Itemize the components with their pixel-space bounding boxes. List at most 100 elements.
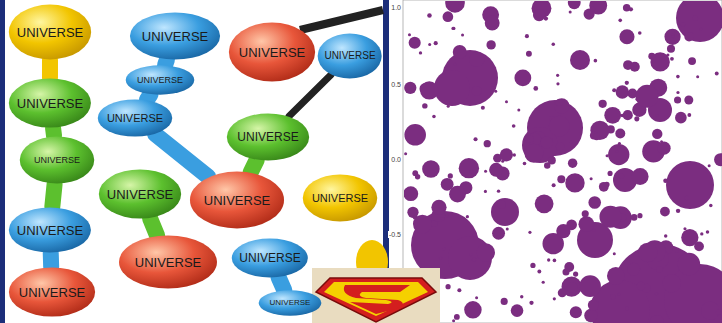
bubble-dot [666, 54, 669, 57]
bubble-dot [470, 170, 474, 174]
bubble-dot [664, 234, 667, 237]
bubble-dot [556, 142, 564, 150]
plot-frame [403, 0, 722, 323]
universe-bubble: UNIVERSE [226, 113, 310, 161]
bubble-dot [638, 243, 657, 262]
bubble-dot [684, 95, 693, 104]
bubble-dot [472, 86, 482, 96]
bubble-dot [590, 121, 609, 140]
bubble-dot [676, 91, 679, 94]
bubble-dot [537, 270, 541, 274]
bubble-dot [655, 292, 659, 296]
bubble-dot [590, 177, 593, 180]
universe-bubble: UNIVERSE [97, 99, 173, 137]
universe-label: UNIVERSE [107, 188, 173, 201]
bubble-dot [427, 13, 432, 18]
bubble-dot [613, 252, 616, 255]
bubble-dot [637, 282, 646, 291]
bubble-dot [428, 43, 431, 46]
bubble-dot [544, 16, 548, 20]
bubble-dot [445, 214, 448, 217]
bubble-dot [491, 84, 494, 87]
bubble-dot [439, 256, 442, 259]
bubble-dot [675, 112, 687, 124]
bubble-neck [165, 60, 167, 66]
bubble-dot [470, 253, 473, 256]
bubble-dot [409, 37, 421, 49]
universe-bubble: UNIVERSE [19, 136, 95, 184]
bubble-dot [584, 309, 597, 322]
bubble-dot [404, 186, 418, 201]
bubble-dot [567, 282, 578, 293]
bubble-dot [570, 50, 590, 70]
bubble-dot [650, 315, 664, 323]
bubble-dot [449, 186, 466, 203]
bubble-dot [452, 319, 455, 322]
bubble-dot [706, 230, 710, 234]
bubble-dot [481, 106, 485, 110]
bubble-dot [453, 45, 467, 59]
universe-label: UNIVERSE [34, 156, 80, 165]
bubble-dot [422, 160, 440, 178]
universe-bubble: UNIVERSE [231, 238, 309, 278]
bubble-dot [656, 266, 663, 273]
bubble-dot [464, 301, 481, 318]
bubble-dot [599, 182, 609, 192]
bubble-dot [568, 1, 581, 9]
bubble-dot [630, 62, 640, 72]
bubble-dot [506, 228, 509, 231]
bubble-dot [448, 173, 453, 178]
bubble-dot [627, 263, 640, 276]
bubble-dot [608, 144, 629, 165]
bubble-dot [469, 52, 484, 67]
universe-label: UNIVERSE [270, 299, 311, 307]
bubble-dot [685, 196, 689, 200]
axis-tick-label: 1.0 [390, 4, 402, 11]
bubble-dot [434, 70, 470, 106]
bubble-dot [529, 301, 533, 305]
bubble-dot [533, 9, 545, 21]
bubble-dot [594, 59, 598, 63]
bubble-dot [453, 63, 456, 66]
bubble-dot [501, 160, 504, 163]
axis-tick-label: 0.0 [390, 156, 402, 163]
bubble-dot [547, 258, 550, 261]
bubble-dot [552, 183, 556, 187]
universe-label: UNIVERSE [19, 286, 85, 299]
bubble-dot [568, 158, 577, 167]
bubble-dot [629, 7, 633, 11]
bubble-dot [708, 164, 711, 167]
bubble-dot [663, 274, 681, 292]
bubble-dot [413, 215, 432, 234]
bubble-dot [491, 198, 519, 226]
bubble-dot [484, 190, 487, 193]
bubble-dot [578, 216, 594, 232]
bubble-dot [655, 114, 658, 117]
bubble-dot [505, 100, 508, 103]
bubble-dot [526, 51, 532, 57]
bubble-dot [632, 168, 649, 185]
bubble-dot [606, 154, 609, 157]
bubble-dot [441, 217, 445, 221]
bubble-neck [251, 160, 257, 172]
bubble-dot [466, 215, 469, 218]
universe-label: UNIVERSE [239, 252, 300, 264]
bubble-dot [412, 170, 418, 176]
bubble-dot [525, 34, 529, 38]
bubble-dot [638, 31, 642, 35]
bubble-dot [681, 23, 685, 27]
universe-label: UNIVERSE [107, 113, 163, 124]
bubble-dot [631, 214, 638, 221]
bubble-dot [443, 72, 446, 75]
bubble-dot [477, 243, 495, 261]
bubble-neck [147, 94, 151, 100]
bubble-dot [530, 263, 535, 268]
bubble-dot [420, 81, 438, 99]
bubble-dot [528, 231, 531, 234]
bubble-dot [652, 129, 662, 139]
bubble-dot [582, 210, 589, 217]
bubble-neck [43, 253, 59, 267]
bubble-dot [604, 107, 621, 124]
universe-bubble: UNIVERSE [228, 22, 316, 82]
universe-bubble: UNIVERSE [258, 290, 322, 316]
